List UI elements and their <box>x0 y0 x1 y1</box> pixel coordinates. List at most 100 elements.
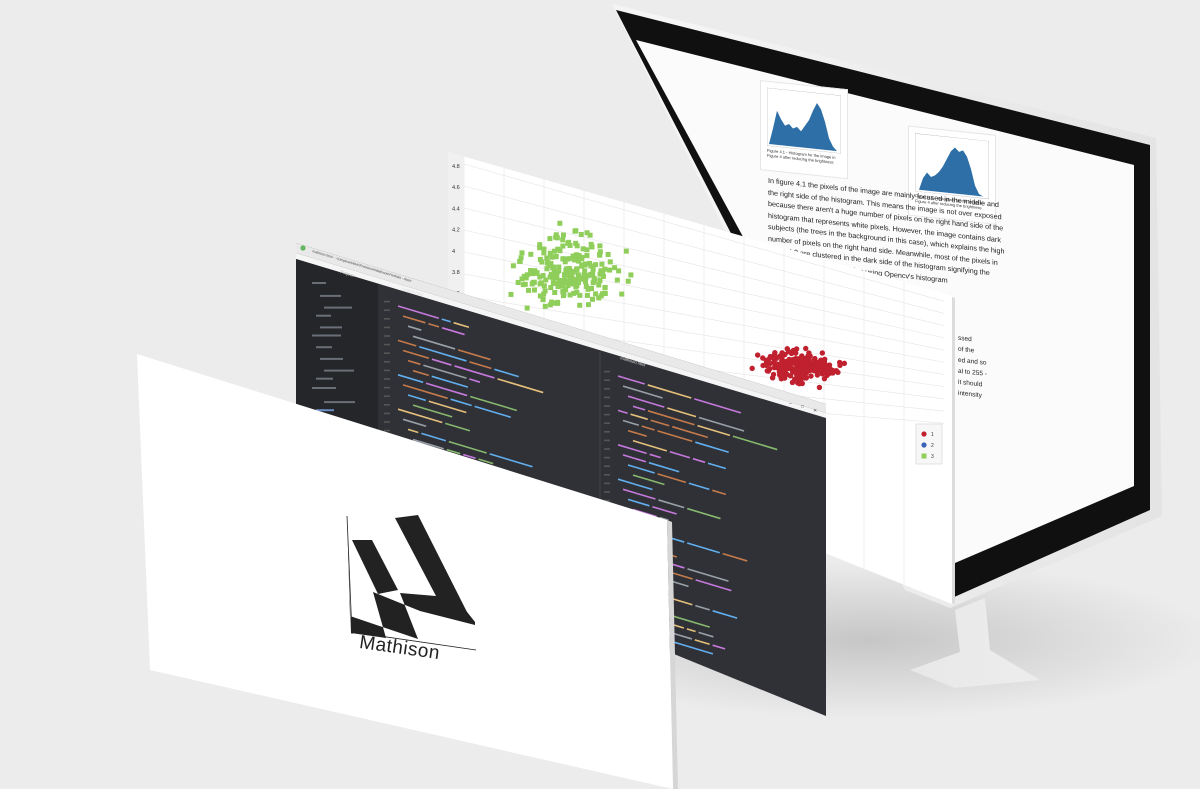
point-class-a <box>537 293 543 299</box>
code-token <box>630 413 648 421</box>
point-class-a <box>573 240 579 246</box>
point-class-a <box>540 273 546 279</box>
point-class-a <box>582 261 588 267</box>
tree-item[interactable] <box>312 334 341 337</box>
point-class-a <box>537 242 543 248</box>
code-token <box>627 429 647 437</box>
code-token <box>647 384 692 399</box>
point-class-a <box>565 268 571 274</box>
tree-item[interactable] <box>324 369 354 372</box>
code-token <box>428 400 467 414</box>
tree-item[interactable] <box>316 409 334 412</box>
code-token <box>446 448 461 455</box>
point-class-a <box>531 279 537 285</box>
line-number <box>604 388 610 390</box>
point-class-a <box>583 275 589 281</box>
legend-marker-1 <box>921 431 927 437</box>
point-class-a <box>534 270 540 276</box>
point-class-a <box>602 284 608 290</box>
figure-right: Figure 4.2 - Histogram for the image in … <box>908 125 996 225</box>
point-class-b <box>789 379 796 386</box>
point-class-a <box>563 272 569 278</box>
point-class-a <box>582 268 588 274</box>
point-class-a <box>519 250 525 256</box>
point-class-b <box>767 353 774 360</box>
point-class-b <box>781 375 788 381</box>
histogram-right <box>915 133 989 200</box>
code-token <box>695 441 729 453</box>
point-class-a <box>572 228 578 234</box>
line-number <box>384 395 390 397</box>
close-button[interactable]: ✕ <box>813 408 817 414</box>
document-page: Figure 4.1 - Histogram for the image in … <box>760 80 1010 426</box>
point-class-a <box>584 292 590 298</box>
code-token <box>402 418 427 427</box>
minimize-button[interactable]: – <box>789 401 792 407</box>
code-token <box>489 453 533 468</box>
line-number <box>604 474 610 476</box>
point-class-a <box>547 236 553 242</box>
tab-project[interactable]: project.html <box>402 286 424 297</box>
point-class-a <box>590 266 596 272</box>
maximize-button[interactable]: □ <box>801 404 804 410</box>
point-class-a <box>519 276 525 282</box>
point-class-a <box>528 251 534 257</box>
point-class-b <box>779 358 785 364</box>
tree-item[interactable] <box>316 346 332 349</box>
point-class-a <box>553 234 559 240</box>
line-number <box>604 379 610 381</box>
point-class-b <box>772 349 778 356</box>
code-token <box>431 358 452 366</box>
point-class-a <box>547 302 553 308</box>
code-token <box>632 474 665 486</box>
series-class-a <box>508 220 634 311</box>
point-class-b <box>816 384 823 391</box>
point-class-a <box>550 275 556 281</box>
code-token <box>722 552 748 562</box>
point-class-a <box>564 256 570 262</box>
point-class-b <box>806 350 812 356</box>
code-token <box>412 438 444 450</box>
point-class-a <box>591 276 597 282</box>
tree-item[interactable] <box>312 282 326 284</box>
line-number <box>604 422 610 424</box>
point-class-a <box>571 290 577 296</box>
tree-item[interactable] <box>316 314 331 317</box>
point-class-a <box>553 281 559 287</box>
point-class-b <box>764 368 770 374</box>
point-class-a <box>574 283 580 289</box>
code-token <box>402 315 426 324</box>
line-number <box>384 352 390 354</box>
tree-item[interactable] <box>316 377 333 380</box>
tree-item[interactable] <box>320 357 343 360</box>
point-class-a <box>560 288 566 294</box>
tree-item[interactable] <box>320 294 341 297</box>
tree-item[interactable] <box>320 326 342 329</box>
point-class-b <box>801 375 808 381</box>
tree-item[interactable] <box>324 401 355 404</box>
tree-item[interactable] <box>312 387 336 389</box>
point-class-a <box>581 272 587 278</box>
code-token <box>688 482 710 491</box>
code-token <box>658 499 685 509</box>
tree-item[interactable] <box>324 306 352 309</box>
point-class-a <box>539 259 545 265</box>
logo-m-diagonal-left <box>352 540 398 594</box>
point-class-a <box>574 266 580 272</box>
point-class-b <box>793 367 799 373</box>
point-class-b <box>803 345 809 352</box>
code-token <box>732 435 778 451</box>
point-class-a <box>522 281 528 287</box>
code-token <box>419 346 467 362</box>
legend-label-3: 3 <box>931 454 934 460</box>
code-token <box>441 318 451 323</box>
sidebar-header[interactable]: Project <box>340 269 355 278</box>
code-token <box>647 410 695 426</box>
code-token <box>453 321 470 329</box>
point-class-a <box>601 273 607 279</box>
point-class-a <box>587 260 593 266</box>
line-number <box>604 482 610 485</box>
point-class-a <box>521 273 527 279</box>
line-number <box>604 405 610 407</box>
